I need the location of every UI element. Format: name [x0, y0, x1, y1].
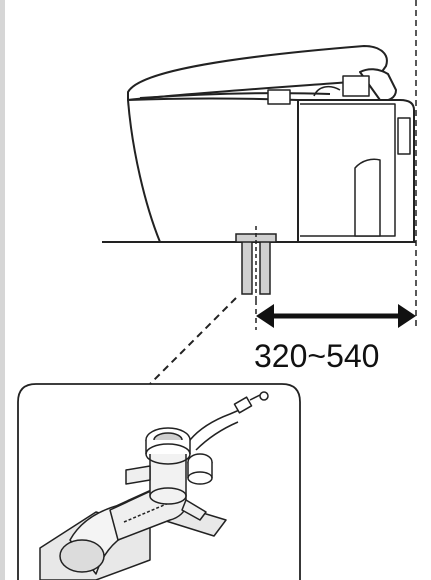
toilet-icon — [127, 45, 415, 243]
dimension-range-label: 320~540 — [254, 338, 380, 374]
page-left-border — [0, 0, 5, 580]
detail-leader-line — [149, 297, 237, 385]
drain-adapter-icon — [39, 391, 269, 580]
drain-pipe-icon — [235, 226, 277, 300]
dimension-arrow — [256, 304, 416, 328]
